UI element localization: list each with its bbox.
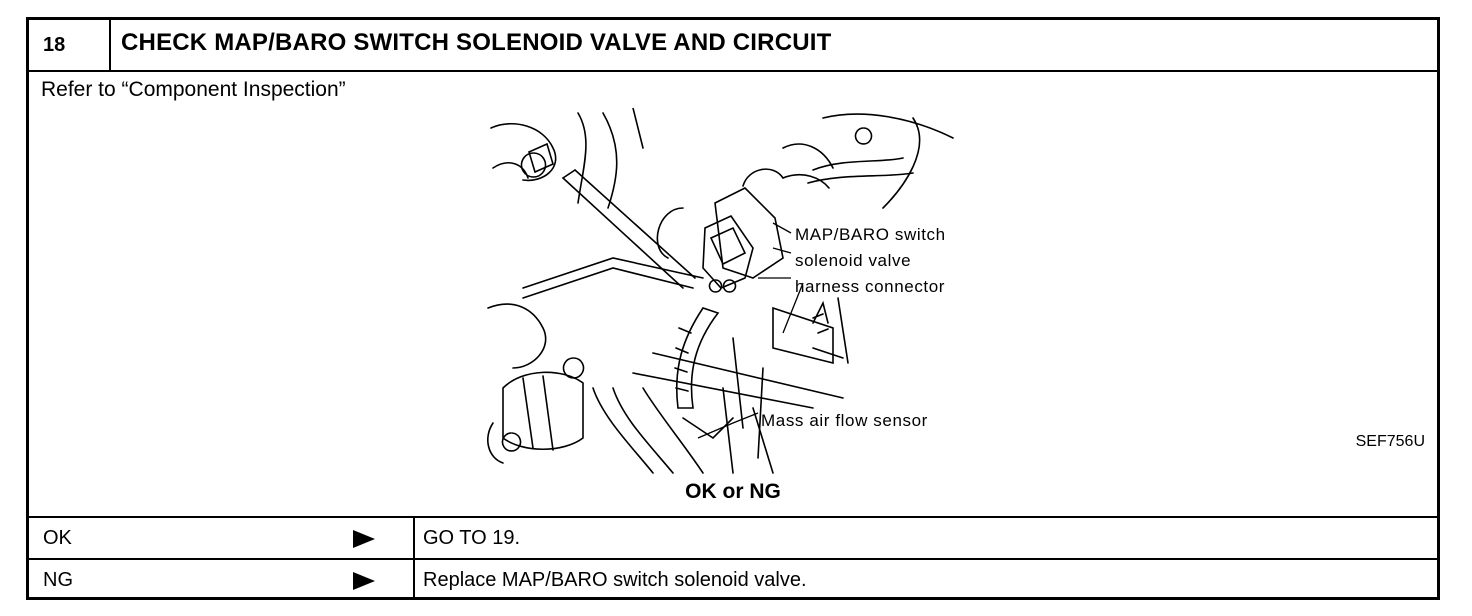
result-action-ok: GO TO 19.	[413, 518, 520, 558]
ok-or-ng-prompt: OK or NG	[685, 480, 781, 503]
step-title: CHECK MAP/BARO SWITCH SOLENOID VALVE AND…	[121, 29, 832, 56]
result-row-ng: NG Replace MAP/BARO switch solenoid valv…	[29, 558, 1437, 600]
result-label-ng: NG	[43, 569, 73, 591]
step-number: 18	[29, 20, 111, 70]
arrow-right-icon	[353, 572, 375, 590]
inspection-table: 18 CHECK MAP/BARO SWITCH SOLENOID VALVE …	[26, 17, 1440, 600]
result-row-ok: OK GO TO 19.	[29, 516, 1437, 558]
callout-mass-air-flow-sensor: Mass air flow sensor	[761, 411, 928, 430]
result-label-ok: OK	[43, 527, 72, 549]
table-header: 18 CHECK MAP/BARO SWITCH SOLENOID VALVE …	[29, 20, 1437, 72]
callout-solenoid-line1: MAP/BARO switch	[795, 225, 946, 244]
instruction-text: Refer to “Component Inspection”	[41, 78, 346, 101]
engine-diagram: MAP/BARO switch solenoid valve harness c…	[487, 108, 954, 474]
callout-solenoid-line3: harness connector	[795, 277, 945, 296]
figure-code: SEF756U	[1355, 433, 1425, 450]
arrow-right-icon	[353, 530, 375, 548]
callout-solenoid-line2: solenoid valve	[795, 251, 911, 270]
result-action-ng: Replace MAP/BARO switch solenoid valve.	[413, 560, 807, 600]
